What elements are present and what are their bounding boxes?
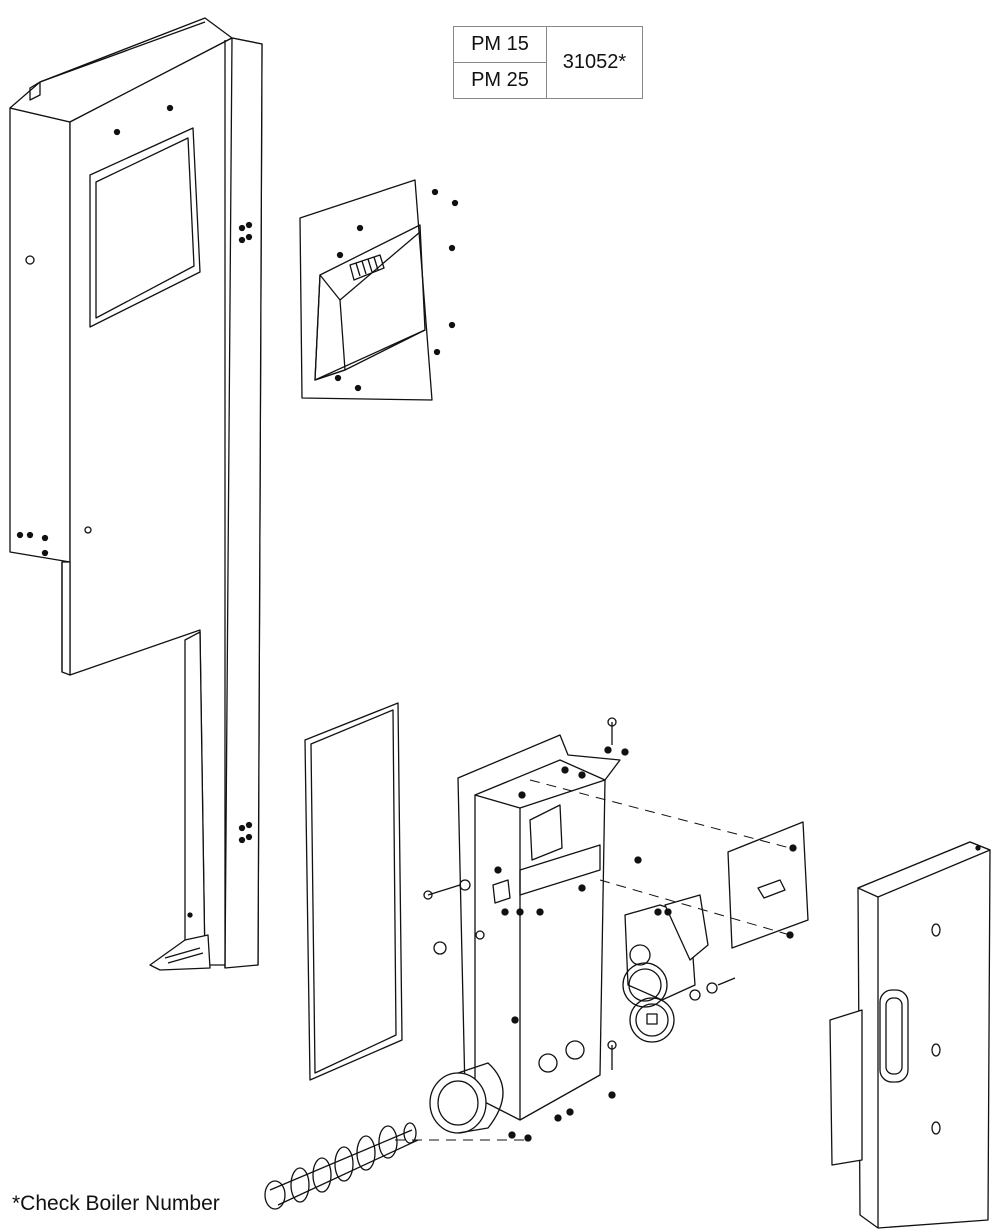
front-door-panel xyxy=(829,841,991,1229)
model-cell-pm25: PM 25 xyxy=(453,62,547,99)
model-cell-pm15: PM 15 xyxy=(453,26,547,63)
footnote-check-boiler: *Check Boiler Number xyxy=(12,1192,220,1215)
rear-housing-panel xyxy=(9,17,263,971)
part-number-table: PM 15 31052* PM 25 xyxy=(453,26,643,99)
auger-housing xyxy=(423,717,642,1142)
access-plate xyxy=(727,821,809,949)
assembly-guide-lines xyxy=(395,779,791,1141)
auger-screw xyxy=(264,1062,504,1210)
vent-cover-plate xyxy=(299,179,459,401)
part-number-cell: 31052* xyxy=(546,26,643,99)
gear-motor xyxy=(622,894,736,1043)
gasket xyxy=(304,702,403,1081)
